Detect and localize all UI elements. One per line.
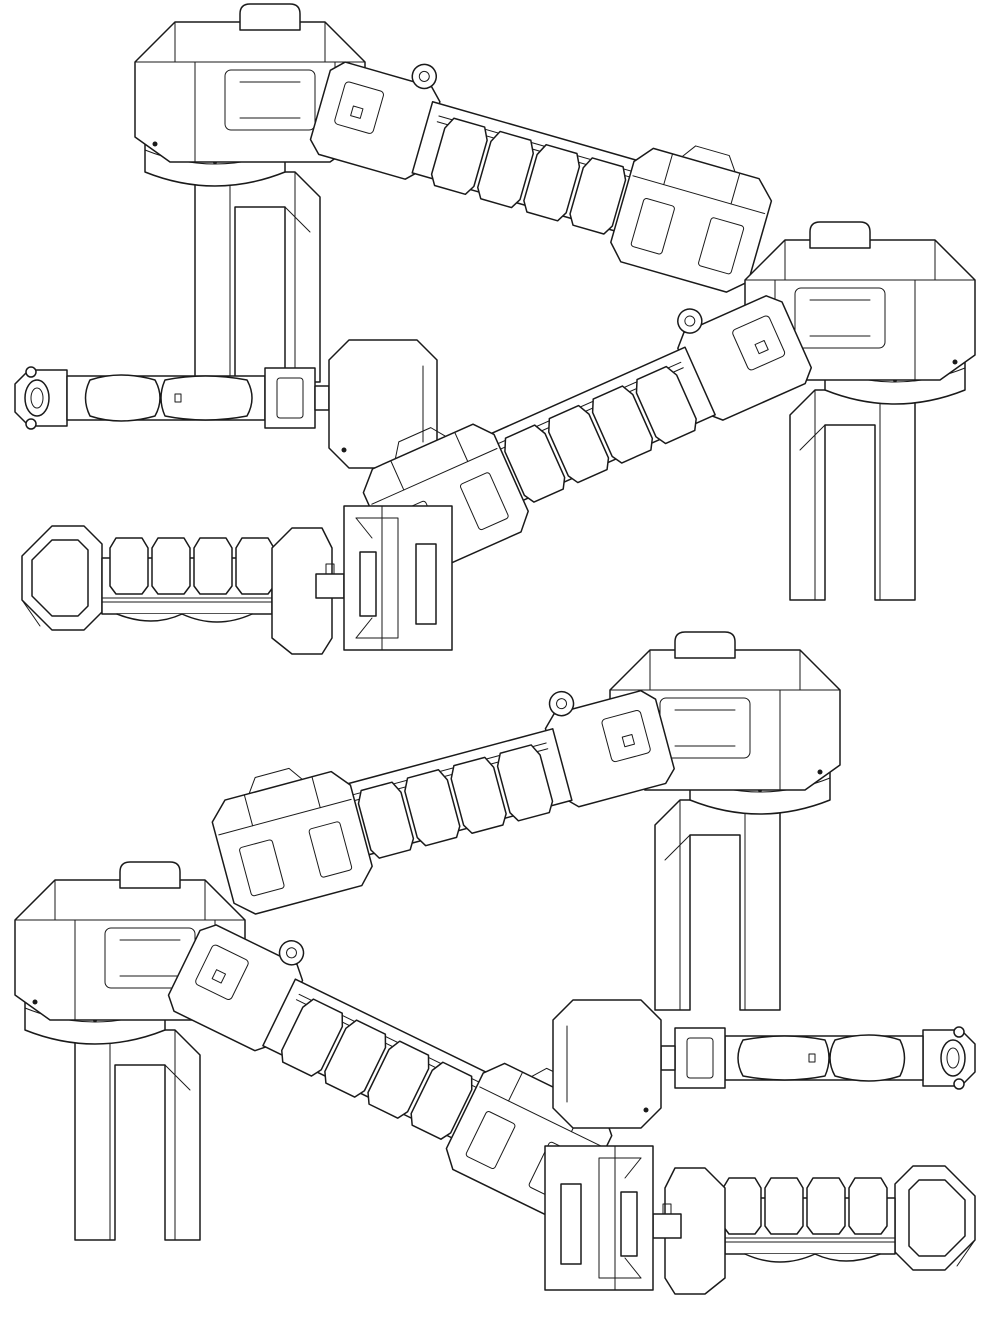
side-view-2	[544, 1145, 976, 1295]
perspective-left-2	[14, 861, 629, 1241]
top-view-2	[552, 999, 976, 1129]
side-view-1	[21, 505, 453, 655]
